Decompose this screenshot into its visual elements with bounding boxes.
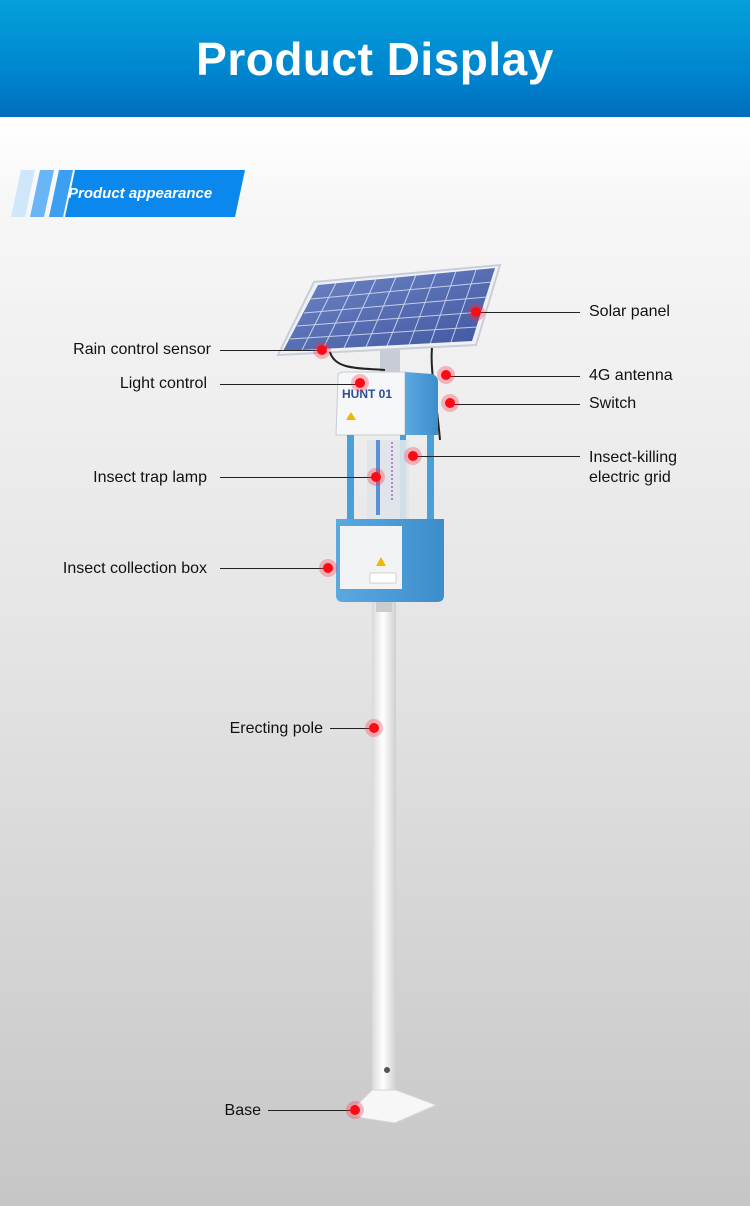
- callout-electric-grid-line1: Insect-killing: [589, 449, 678, 466]
- marker-electric-grid[interactable]: [408, 451, 418, 461]
- marker-rain-sensor[interactable]: [317, 345, 327, 355]
- leader-line: [450, 404, 580, 405]
- marker-antenna[interactable]: [441, 370, 451, 380]
- page-header: Product Display: [0, 0, 750, 117]
- control-box: HUNT 01: [335, 371, 438, 436]
- callout-base: Base: [224, 1102, 261, 1119]
- callout-switch: Switch: [589, 395, 637, 412]
- marker-base[interactable]: [350, 1105, 360, 1115]
- marker-trap-lamp[interactable]: [371, 472, 381, 482]
- solar-panel: [276, 263, 502, 357]
- callout-electric-grid: Insect-killing electric grid: [589, 448, 677, 488]
- pole-base: [349, 1089, 438, 1124]
- collection-box: [336, 519, 444, 602]
- callout-pole: Erecting pole: [229, 720, 323, 737]
- leader-line: [220, 477, 376, 478]
- marker-switch[interactable]: [445, 398, 455, 408]
- callout-trap-lamp: Insect trap lamp: [93, 469, 207, 486]
- leader-line: [220, 350, 322, 351]
- marker-collection-box[interactable]: [323, 563, 333, 573]
- leader-line: [268, 1110, 354, 1111]
- leader-line: [330, 728, 374, 729]
- callout-antenna: 4G antenna: [589, 367, 673, 384]
- page-title: Product Display: [196, 32, 554, 85]
- section-label: Product appearance: [68, 185, 213, 202]
- callout-rain-sensor: Rain control sensor: [73, 341, 211, 358]
- callout-solar-panel: Solar panel: [589, 303, 670, 320]
- erecting-pole: [372, 602, 396, 1102]
- callout-collection-box: Insect collection box: [62, 560, 207, 577]
- callout-electric-grid-line2: electric grid: [589, 469, 671, 486]
- marker-pole[interactable]: [369, 723, 379, 733]
- marker-solar-panel[interactable]: [471, 307, 481, 317]
- leader-line: [220, 568, 328, 569]
- section-tag: Product appearance: [10, 170, 245, 217]
- leader-line: [414, 456, 580, 457]
- device-name-plate: HUNT 01: [342, 387, 392, 401]
- leader-line: [220, 384, 360, 385]
- leader-line: [476, 312, 580, 313]
- marker-light-control[interactable]: [355, 378, 365, 388]
- leader-line: [446, 376, 580, 377]
- callout-light-control: Light control: [119, 375, 207, 392]
